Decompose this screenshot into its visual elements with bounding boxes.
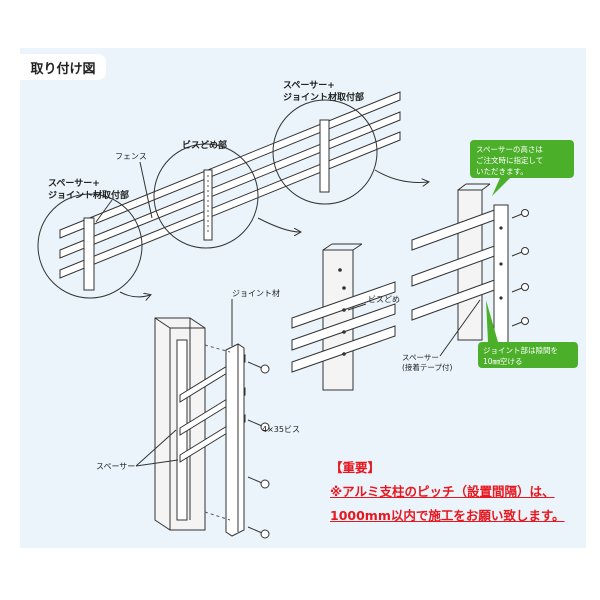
screw-icon [247, 419, 270, 432]
label-screw-part: ビスどめ部 [182, 139, 227, 151]
screw-icon [511, 283, 529, 293]
label-spacer-joint-right-2: ジョイント材取付部 [283, 91, 364, 103]
label-spacer: スペーサー [96, 462, 135, 471]
notice-line-1: ※アルミ支柱のピッチ（設置間隔）は、 [330, 483, 555, 499]
screw-dots [338, 268, 346, 356]
callout-joint-gap-2: 10㎜空ける [483, 356, 523, 366]
screw-icon [511, 247, 529, 257]
joint-detail-right [411, 183, 509, 346]
screw-icon [247, 361, 270, 374]
label-spacer-tape-2: (接着テープ付) [402, 362, 452, 372]
screw-detail-middle [291, 243, 396, 391]
label-joint-material: ジョイント材 [232, 288, 280, 298]
callout-spacer-height-1: スペーサーの高さは [476, 144, 543, 154]
detail-circle-right [272, 99, 378, 205]
detail-circle-middle [153, 143, 259, 249]
label-screw-size: 4×35ビス [262, 425, 300, 434]
label-fence: フェンス [115, 152, 147, 161]
fence-overview [59, 91, 401, 291]
label-spacer-joint-left-1: スペーサー+ [48, 178, 100, 189]
joint-material-bar [225, 343, 245, 537]
label-spacer-tape-1: スペーサー [402, 353, 439, 362]
detail-circle-left [37, 193, 143, 299]
notice-line-2: 1000mm以内で施工をお願い致します。 [330, 507, 565, 523]
screws-left [247, 361, 270, 539]
callout-spacer-height-3: いただきます。 [476, 167, 528, 176]
screws-right [511, 209, 529, 327]
diagram-title: 取り付け図 [20, 54, 106, 80]
notice-heading: 【重要】 [330, 460, 381, 475]
callout-spacer-height-2: ご注文時に指定して [476, 155, 543, 165]
joint-bar-right [493, 204, 509, 346]
label-spacer-joint-left-2: ジョイント材取付部 [48, 189, 129, 201]
screw-icon [511, 209, 529, 219]
overview-post-right [319, 119, 330, 193]
callout-joint-gap: ジョイント部は隙間を 10㎜空ける [478, 300, 578, 368]
screw-icon [247, 526, 270, 539]
screw-icon [247, 476, 270, 489]
callout-joint-gap-1: ジョイント部は隙間を [483, 345, 558, 355]
screw-icon [511, 317, 529, 327]
important-notice: 【重要】 ※アルミ支柱のピッチ（設置間隔）は、 1000mm以内で施工をお願い致… [330, 456, 590, 527]
label-spacer-joint-right-1: スペーサー+ [283, 80, 335, 91]
label-screw-stop: ビスどめ [368, 295, 400, 304]
post-detail-left [154, 317, 246, 537]
overview-post-left [83, 217, 95, 291]
callout-spacer-height: スペーサーの高さは ご注文時に指定して いただきます。 [470, 140, 574, 196]
